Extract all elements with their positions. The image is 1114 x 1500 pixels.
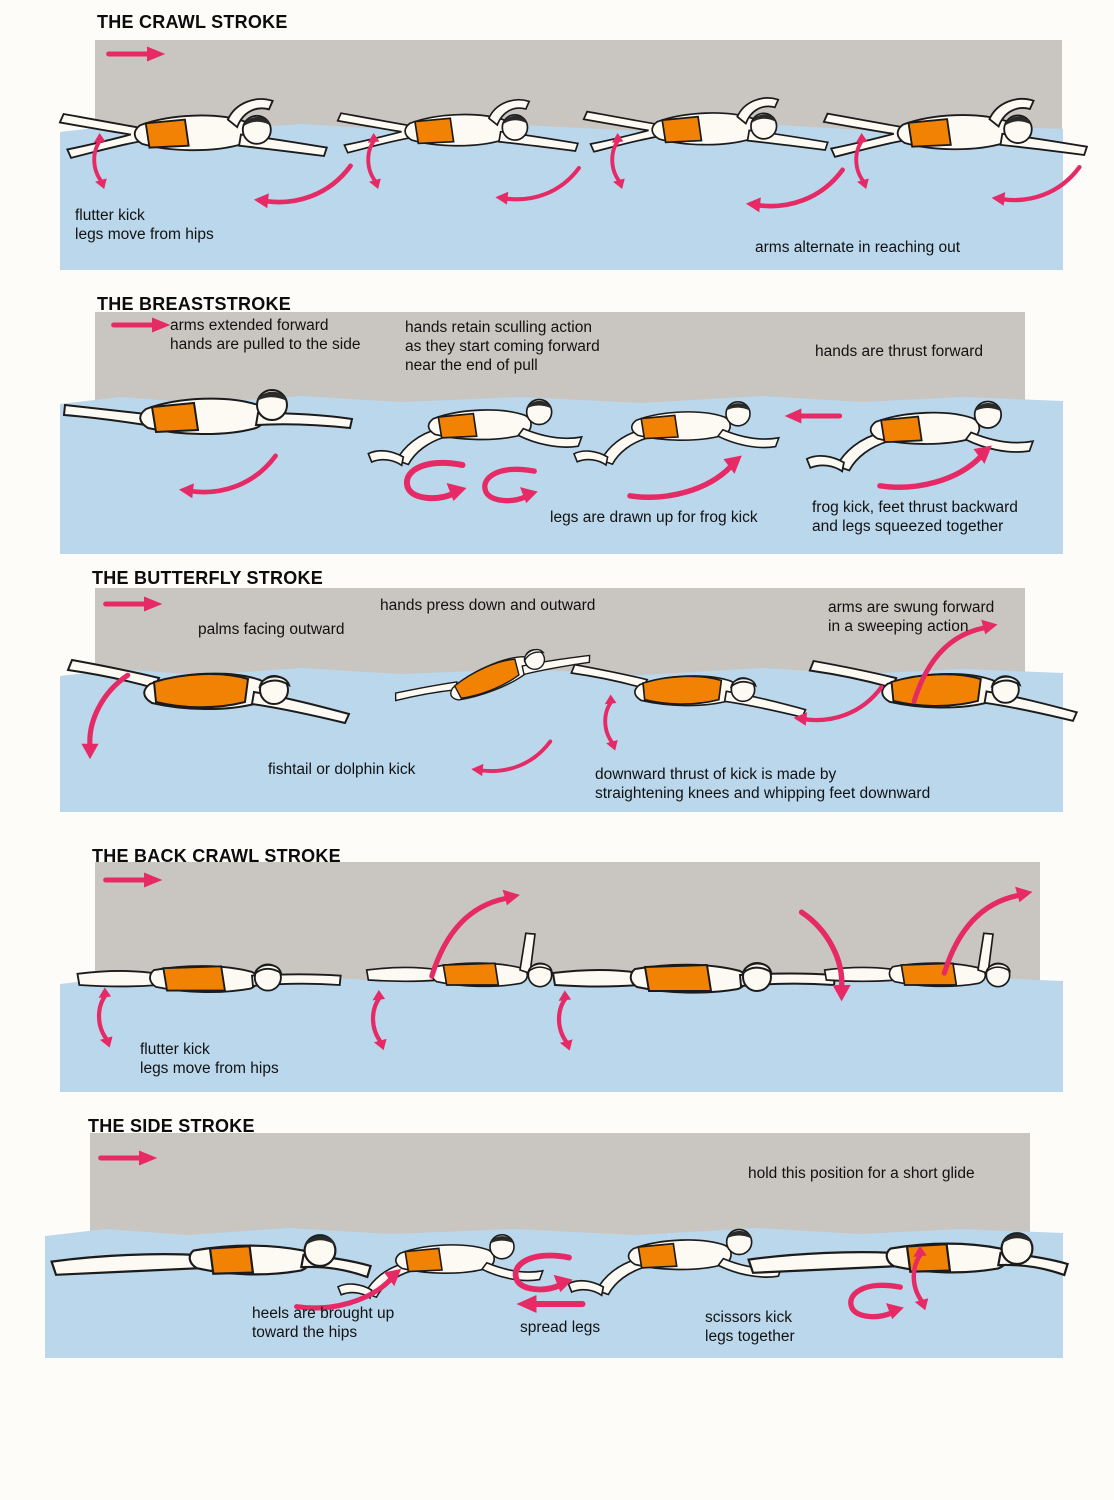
curved-arrow-icon	[595, 690, 621, 755]
caption: fishtail or dolphin kick	[268, 761, 416, 778]
curved-arrow-icon	[420, 888, 530, 983]
curved-arrow-icon	[88, 980, 116, 1055]
curved-arrow-icon	[602, 128, 628, 194]
caption: hands retain sculling action as they sta…	[405, 319, 600, 375]
curved-arrow-icon	[790, 680, 890, 730]
right-arrow-icon	[103, 44, 171, 64]
air-band	[95, 862, 1040, 982]
caption: frog kick, feet thrust backward and legs…	[812, 499, 1018, 536]
right-arrow-icon	[108, 315, 176, 335]
section-title-breaststroke: THE BREASTSTROKE	[97, 294, 292, 314]
section-title-crawl: THE CRAWL STROKE	[97, 12, 288, 32]
curved-arrow-icon	[838, 1278, 918, 1323]
section-title-side-stroke: THE SIDE STROKE	[88, 1116, 255, 1136]
caption: palms facing outward	[198, 621, 345, 638]
curved-arrow-icon	[78, 668, 138, 763]
curved-arrow-icon	[390, 455, 485, 505]
curved-arrow-icon	[362, 985, 390, 1055]
caption: arms extended forward hands are pulled t…	[170, 317, 361, 354]
caption: downward thrust of kick is made by strai…	[595, 766, 931, 803]
caption: heels are brought up toward the hips	[252, 1305, 395, 1342]
caption: hold this position for a short glide	[748, 1165, 975, 1182]
curved-arrow-icon	[250, 158, 360, 213]
caption: hands press down and outward	[380, 597, 596, 614]
section-title-butterfly: THE BUTTERFLY STROKE	[92, 568, 324, 588]
curved-arrow-icon	[790, 905, 855, 1005]
caption: legs are drawn up for frog kick	[550, 509, 758, 526]
caption: scissors kick legs together	[705, 1309, 795, 1346]
curved-arrow-icon	[778, 406, 848, 426]
curved-arrow-icon	[988, 160, 1088, 210]
caption: arms alternate in reaching out	[755, 239, 961, 256]
curved-arrow-icon	[125, 448, 335, 503]
curved-arrow-icon	[508, 1292, 593, 1316]
caption: flutter kick legs move from hips	[75, 207, 214, 244]
curved-arrow-icon	[620, 450, 750, 505]
section-title-back-crawl: THE BACK CRAWL STROKE	[92, 846, 341, 866]
curved-arrow-icon	[935, 885, 1040, 980]
curved-arrow-icon	[846, 128, 872, 194]
curved-arrow-icon	[500, 1248, 590, 1296]
right-arrow-icon	[100, 594, 168, 614]
right-arrow-icon	[95, 1148, 163, 1168]
caption: flutter kick legs move from hips	[140, 1041, 279, 1078]
curved-arrow-icon	[472, 462, 552, 507]
curved-arrow-icon	[742, 162, 852, 217]
curved-arrow-icon	[468, 735, 558, 780]
curved-arrow-icon	[870, 440, 1000, 495]
caption: hands are thrust forward	[815, 343, 984, 360]
right-arrow-icon	[100, 870, 168, 890]
curved-arrow-icon	[84, 128, 110, 194]
air-band	[95, 312, 1025, 404]
curved-arrow-icon	[548, 988, 576, 1053]
caption: spread legs	[520, 1319, 601, 1336]
curved-arrow-icon	[492, 160, 587, 210]
curved-arrow-icon	[358, 128, 384, 194]
caption: arms are swung forward in a sweeping act…	[828, 599, 995, 636]
